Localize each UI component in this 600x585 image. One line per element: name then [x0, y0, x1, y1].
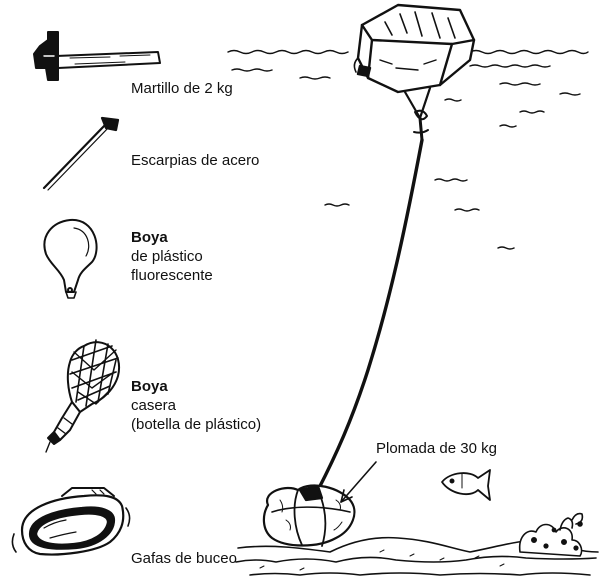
- weight-label: Plomada de 30 kg: [376, 440, 497, 457]
- goggles-icon: [11, 487, 131, 556]
- mooring-rope: [316, 86, 432, 492]
- bottle-buoy-label-line3: (botella de plástico): [131, 416, 262, 433]
- hammer-label: Martillo de 2 kg: [131, 80, 233, 97]
- plastic-buoy-icon: [43, 218, 98, 299]
- float-icon: [353, 3, 476, 94]
- hammer-icon: [33, 31, 161, 81]
- bottle-buoy-icon: [45, 339, 121, 453]
- sea-bed: [235, 512, 599, 576]
- plastic-buoy-label-line3: fluorescente: [131, 267, 213, 284]
- goggles-label: Gafas de buceo: [131, 550, 237, 567]
- water-surface: [227, 49, 589, 250]
- plastic-buoy-label-line1: Boya: [131, 229, 168, 246]
- bottle-buoy-label-line1: Boya: [131, 378, 168, 395]
- bottle-buoy-label-line2: casera: [131, 397, 177, 414]
- plastic-buoy-label-line2: de plástico: [131, 248, 203, 265]
- fish-icon: [441, 469, 491, 501]
- stakes-label: Escarpias de acero: [131, 152, 260, 169]
- weight-pointer-arrow: [340, 461, 377, 503]
- anchor-weight-icon: [262, 484, 356, 547]
- stake-icon: [42, 116, 120, 191]
